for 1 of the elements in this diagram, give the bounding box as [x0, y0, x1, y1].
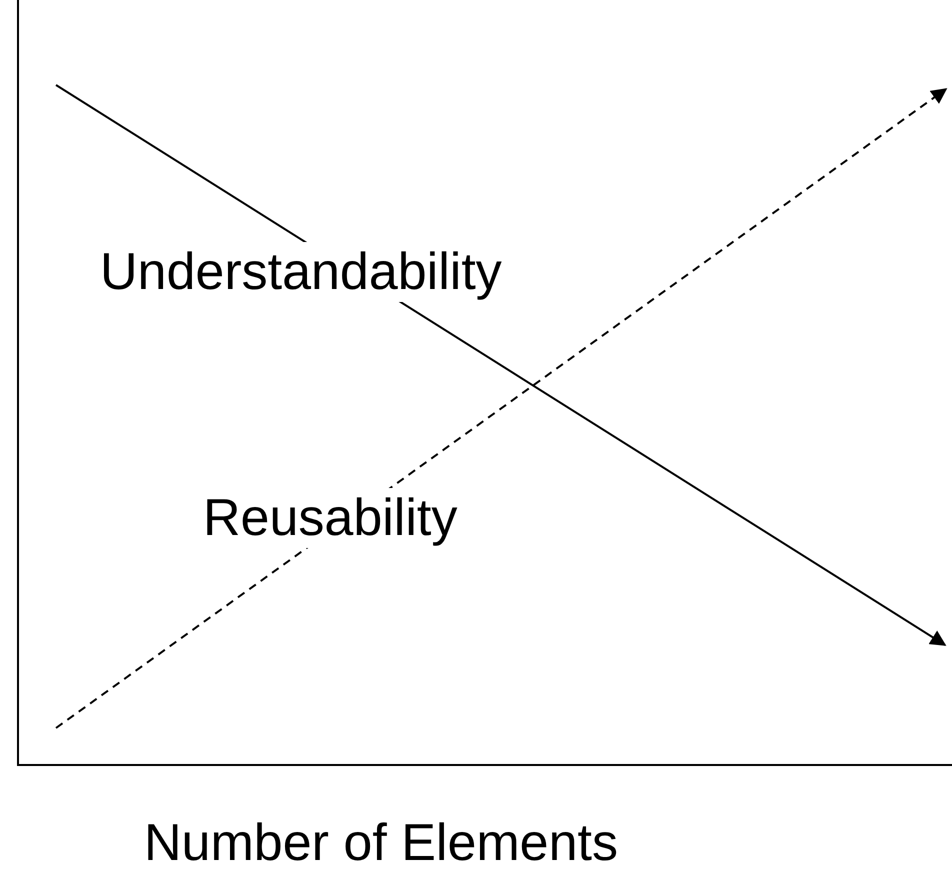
axis-label: Number of Elements	[143, 813, 619, 873]
